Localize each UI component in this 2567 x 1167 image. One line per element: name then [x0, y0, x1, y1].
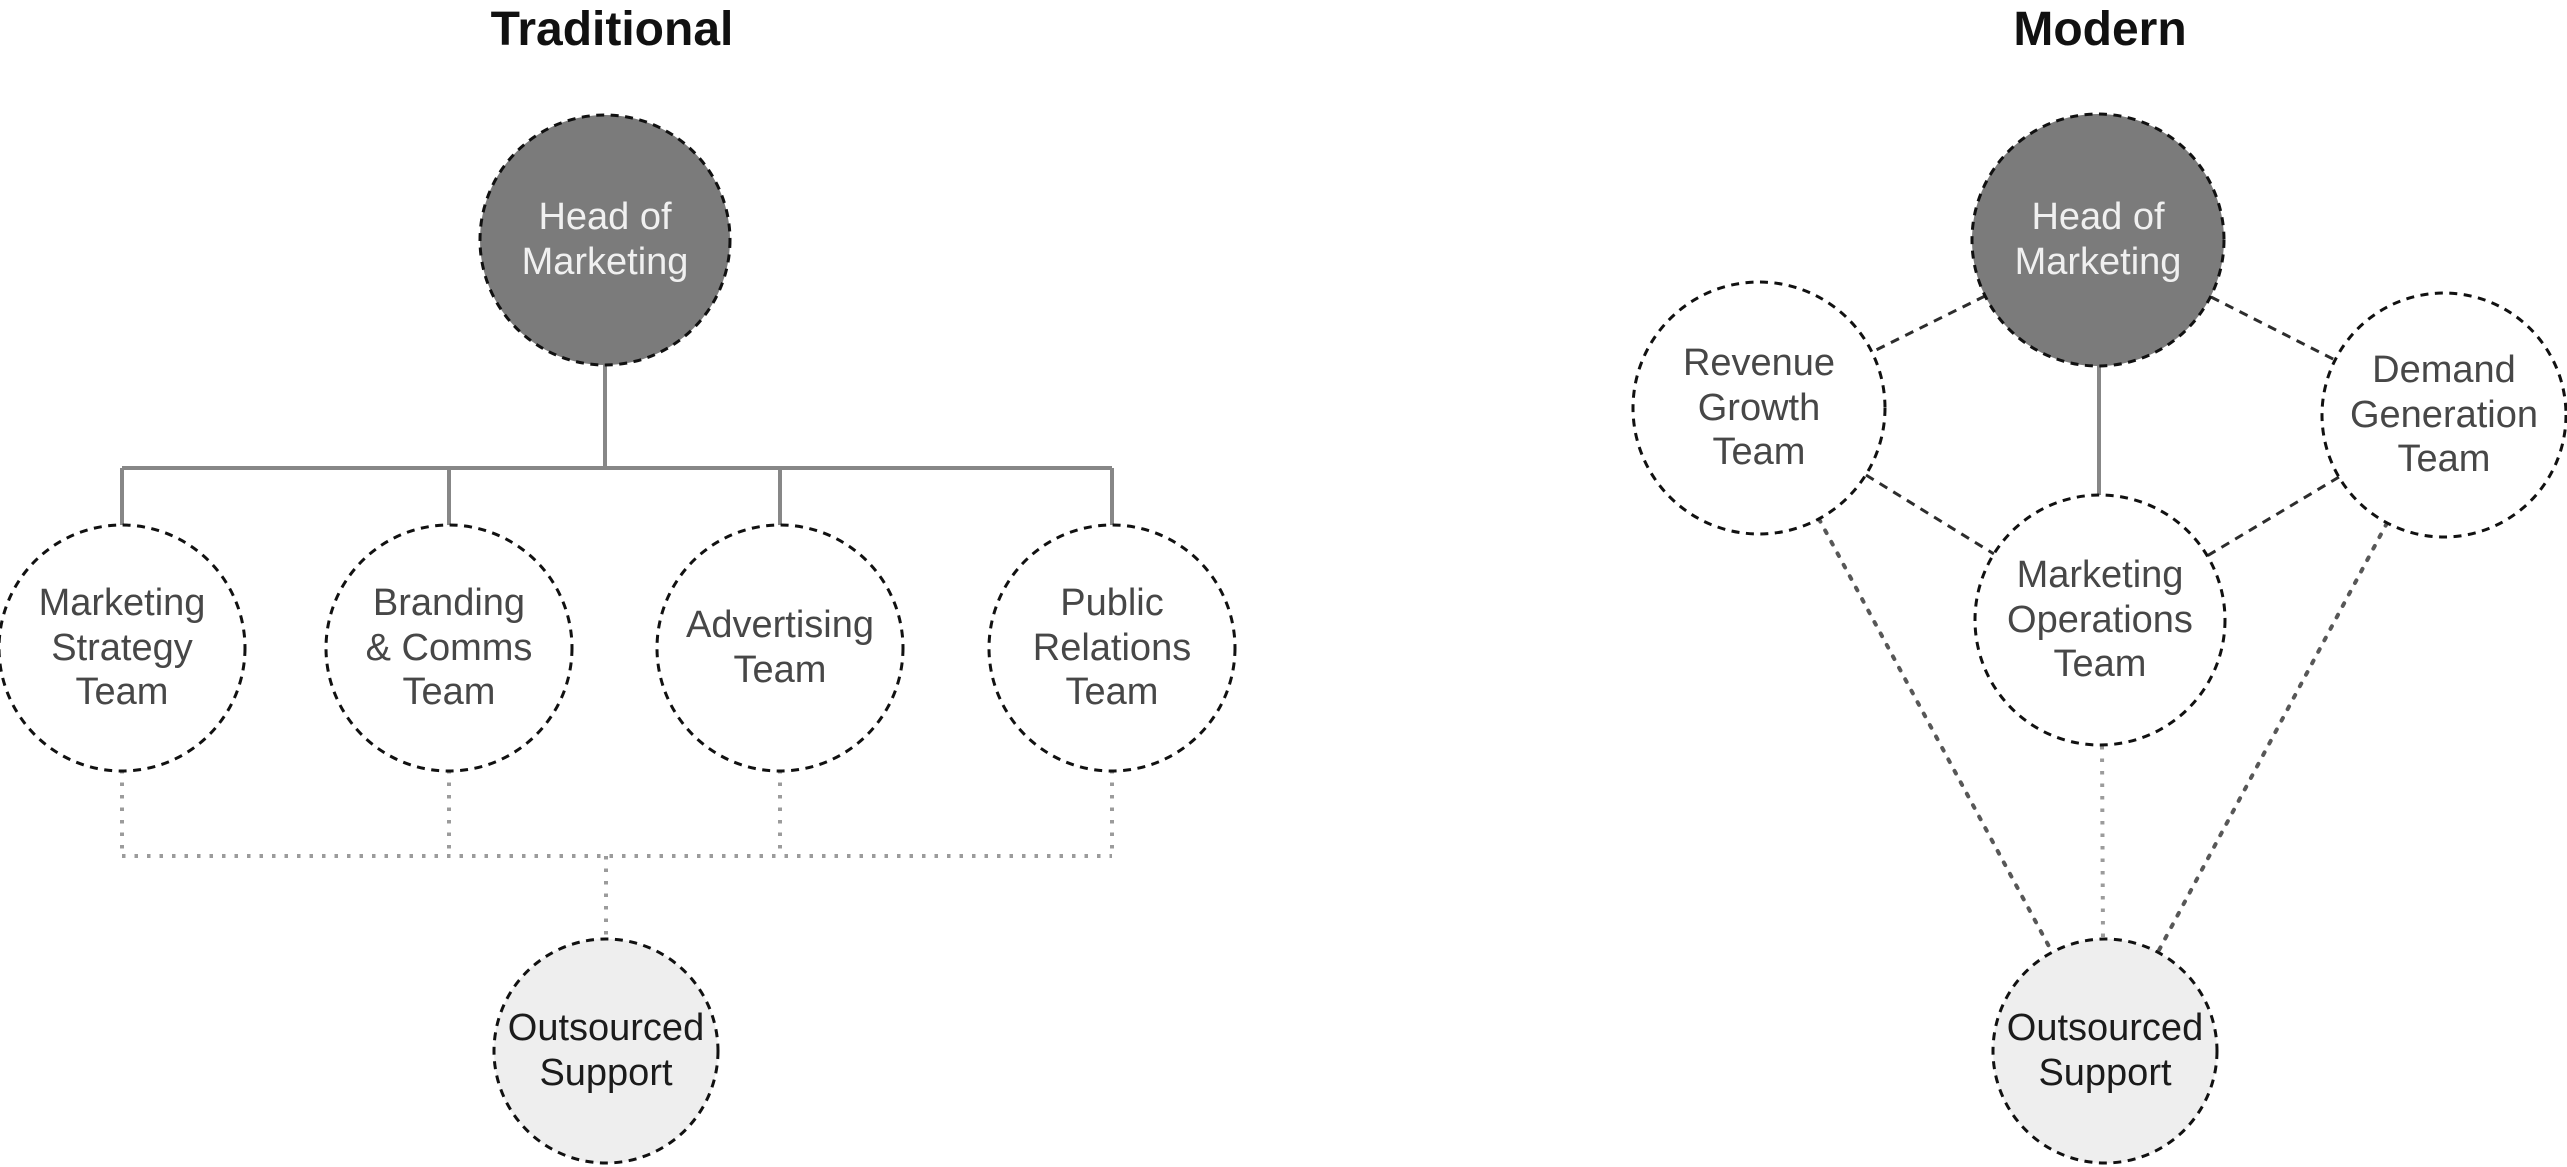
traditional-outsourced-label: Outsourced Support: [507, 1007, 705, 1094]
modern-connectors: [1817, 294, 2389, 954]
traditional-title: Traditional: [490, 3, 734, 56]
modern-revenue-circle: [1631, 280, 1887, 536]
modern-ops-circle: [1973, 493, 2227, 747]
modern-demand-ops-line: [2206, 475, 2340, 558]
modern-revenue-label: Revenue Growth Team: [1682, 341, 1836, 474]
modern-revenue-ops-line: [1865, 473, 1995, 556]
modern-head-revenue-line: [1871, 294, 1986, 354]
traditional-outsourced-circle: [492, 937, 720, 1165]
modern-demand-outsourced-line: [2156, 521, 2389, 954]
traditional-head-circle: [478, 113, 732, 367]
modern-head-circle: [1970, 112, 2226, 368]
traditional-team-label-3: Advertising Team: [686, 604, 874, 691]
modern-title: Modern: [2013, 3, 2187, 56]
modern-revenue-outsourced-line: [1817, 517, 2054, 954]
modern-outsourced-circle: [1991, 937, 2219, 1165]
modern-head-demand-line: [2210, 295, 2336, 362]
modern-outsourced-label: Outsourced Support: [2006, 1007, 2204, 1094]
traditional-team-circle-2: [324, 523, 574, 773]
traditional-team-label-4: Public Relations Team: [1032, 581, 1192, 714]
traditional-team-label-2: Branding & Comms Team: [365, 581, 533, 714]
modern-nodes: [1631, 112, 2567, 1165]
modern-ops-outsourced-line: [2100, 745, 2105, 940]
traditional-nodes: [0, 113, 1237, 1165]
traditional-team-label-1: Marketing Strategy Team: [38, 581, 206, 714]
modern-demand-circle: [2320, 291, 2567, 539]
traditional-team-circle-4: [987, 523, 1237, 773]
modern-demand-label: Demand Generation Team: [2349, 348, 2538, 481]
traditional-team-circle-3: [655, 523, 905, 773]
traditional-connectors: [120, 365, 1114, 940]
modern-ops-label: Marketing Operations Team: [2007, 553, 2193, 686]
traditional-team-circle-1: [0, 523, 247, 773]
modern-head-label: Head of Marketing: [2014, 196, 2182, 283]
traditional-head-label: Head of Marketing: [521, 196, 689, 283]
